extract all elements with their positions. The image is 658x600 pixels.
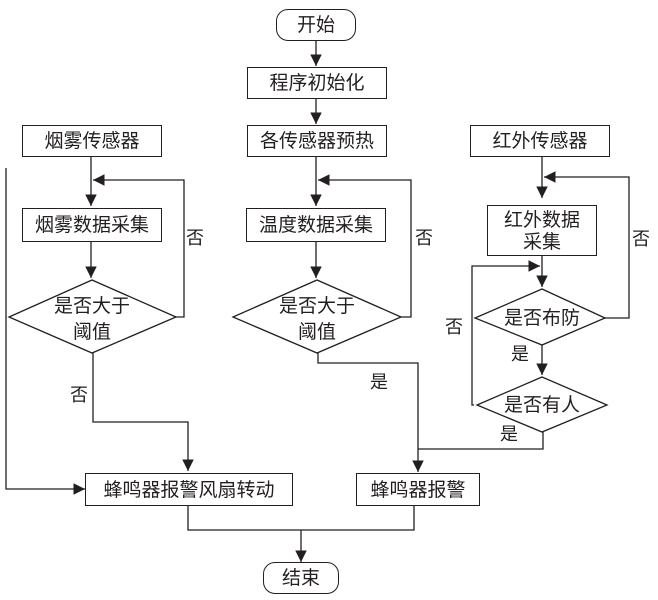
ir-collect-label-2: 采集 [522, 230, 561, 253]
preheat-label: 各传感器预热 [259, 130, 374, 152]
start-node: 开始 [276, 9, 356, 41]
edge-person-yes [418, 432, 544, 450]
armed-yes-label: 是 [511, 344, 529, 365]
end-node: 结束 [263, 562, 339, 594]
smoke-sensor-label: 烟雾传感器 [44, 130, 140, 152]
smoke-loop-no-label: 否 [186, 228, 204, 249]
temp-collect-node: 温度数据采集 [246, 208, 386, 242]
temp-decision-label-1: 是否大于 [278, 295, 356, 317]
edge-merge-end [187, 506, 415, 531]
edge-temp-loop [318, 174, 412, 318]
preheat-node: 各传感器预热 [247, 125, 387, 157]
temp-loop-no-label: 否 [415, 228, 433, 249]
temp-decision-shape [231, 279, 403, 354]
smoke-sensor-node: 烟雾传感器 [22, 125, 162, 157]
init-node: 程序初始化 [247, 67, 387, 99]
smoke-decision-shape [7, 279, 178, 354]
alarm-label: 蜂鸣器报警 [370, 478, 466, 501]
ir-sensor-label: 红外传感器 [492, 130, 588, 152]
ir-collect-node: 红外数据 采集 [487, 205, 597, 256]
smoke-collect-node: 烟雾数据采集 [22, 208, 162, 242]
edge-smoke-down [92, 352, 194, 471]
edge-armed-loop [544, 171, 630, 319]
smoke-decision-label-2: 阈值 [72, 321, 112, 343]
temp-yes-label: 是 [370, 372, 388, 393]
smoke-down-no-label: 否 [70, 385, 88, 406]
ir-collect-label-1: 红外数据 [503, 208, 580, 231]
edge-person-loop [471, 260, 540, 406]
temp-collect-label: 温度数据采集 [258, 214, 373, 236]
ir-sensor-node: 红外传感器 [470, 125, 610, 157]
alarm-node: 蜂鸣器报警 [356, 473, 480, 506]
person-decision-label: 是否有人 [503, 394, 581, 416]
edge-temp-yes [317, 352, 424, 472]
alarm-fan-node: 蜂鸣器报警风扇转动 [85, 473, 293, 506]
smoke-collect-label: 烟雾数据采集 [34, 214, 149, 236]
init-label: 程序初始化 [269, 72, 365, 94]
smoke-decision-label-1: 是否大于 [53, 295, 131, 317]
armed-decision-label: 是否布防 [503, 307, 581, 329]
edge-smoke-loop [93, 174, 185, 318]
armed-no-label: 否 [632, 229, 650, 250]
end-label: 结束 [281, 567, 320, 589]
armed-decision-shape [473, 288, 607, 346]
person-decision-shape [475, 376, 609, 433]
edge-left-bypass [5, 168, 85, 495]
temp-decision-label-2: 阈值 [297, 321, 337, 343]
start-label: 开始 [296, 14, 335, 36]
alarm-fan-label: 蜂鸣器报警风扇转动 [103, 478, 275, 501]
person-yes-label: 是 [500, 424, 518, 445]
person-no-label: 否 [445, 317, 463, 338]
